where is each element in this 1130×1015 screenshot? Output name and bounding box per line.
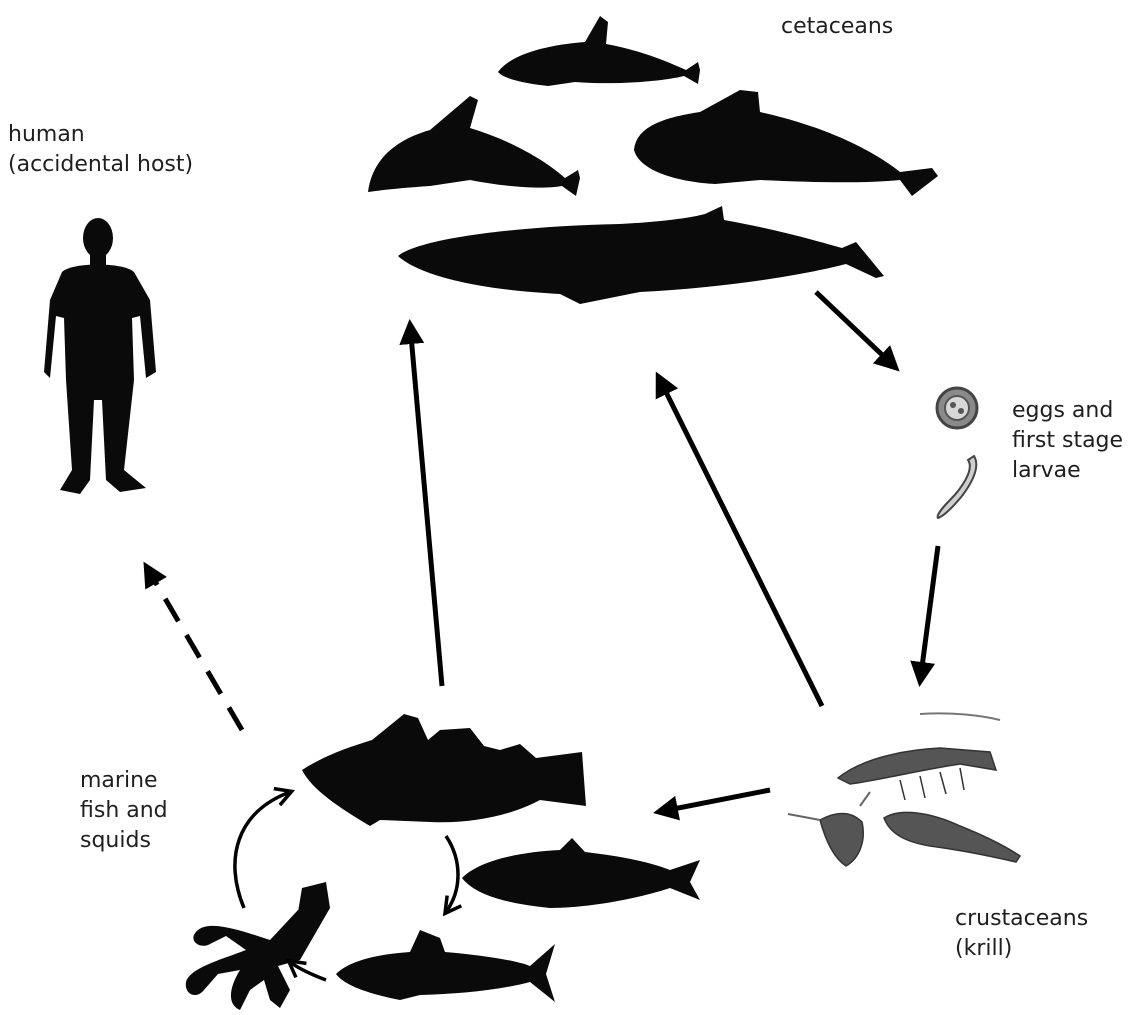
eggs-larvae-label: eggs and first stage larvae	[1012, 396, 1123, 486]
fish-label-line3: squids	[80, 826, 168, 856]
cetaceans-label: cetaceans	[781, 12, 893, 42]
squid-icon	[186, 882, 330, 1010]
fish-label-line1: marine	[80, 766, 168, 796]
large-whale-icon	[398, 206, 884, 304]
krill-group	[788, 713, 1020, 866]
dolphin-left-icon	[368, 96, 580, 196]
human-silhouette-icon	[44, 218, 156, 494]
arrow-larvae-to-krill	[920, 546, 938, 682]
arrows-group	[146, 292, 938, 812]
human-label-line2: (accidental host)	[8, 150, 193, 180]
arrow-squid-to-fish	[235, 792, 290, 908]
cod-fish-icon	[302, 714, 586, 826]
human-label: human (accidental host)	[8, 120, 193, 180]
krill-right-icon	[884, 812, 1020, 862]
arrow-fish-to-cetaceans	[410, 324, 442, 686]
larva-icon	[938, 456, 977, 518]
arrow-mackerel-to-squid	[290, 962, 326, 980]
cetaceans-label-text: cetaceans	[781, 12, 893, 42]
fish-label-line2: fish and	[80, 796, 168, 826]
crustaceans-label-line1: crustaceans	[955, 904, 1088, 934]
crustaceans-label-line2: (krill)	[955, 934, 1088, 964]
arrow-fish-to-human-dashed	[146, 566, 242, 730]
krill-left-icon	[820, 814, 863, 867]
pilot-whale-icon	[634, 90, 938, 196]
crustaceans-label: crustaceans (krill)	[955, 904, 1088, 964]
fish-squids-label: marine fish and squids	[80, 766, 168, 856]
eggs-label-line3: larvae	[1012, 456, 1123, 486]
herring-icon	[462, 838, 700, 908]
eggs-larvae-group	[937, 388, 977, 518]
eggs-label-line2: first stage	[1012, 426, 1123, 456]
mackerel-icon	[336, 930, 555, 1002]
krill-top-icon	[838, 748, 996, 784]
fish-group	[186, 714, 700, 1010]
human-label-line1: human	[8, 120, 193, 150]
cetaceans-group	[368, 16, 938, 304]
arrow-krill-to-fish	[658, 790, 770, 812]
arrow-fish-to-mackerel	[446, 836, 458, 912]
dolphin-top-icon	[498, 16, 700, 86]
arrow-cetacean-to-eggs	[816, 292, 896, 368]
eggs-label-line1: eggs and	[1012, 396, 1123, 426]
arrow-krill-to-cetaceans	[658, 376, 822, 706]
